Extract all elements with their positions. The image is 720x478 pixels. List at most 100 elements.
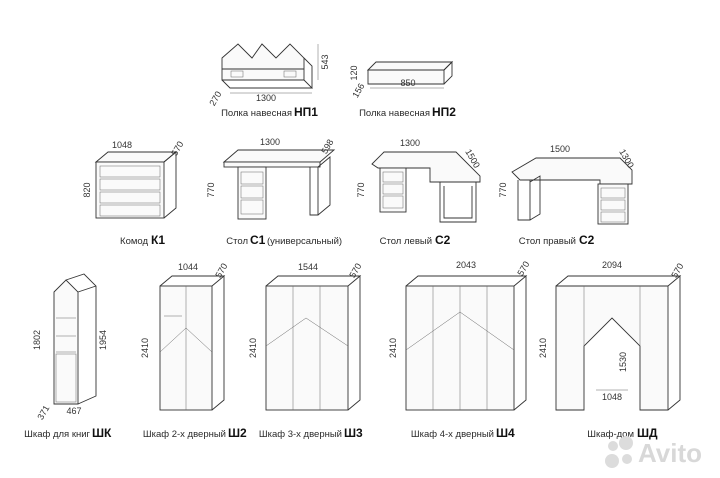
item-c2-left: 1300 770 1500 Стол левый С2 <box>356 138 482 247</box>
sh2-name: Шкаф 2-х дверный <box>143 429 226 440</box>
c2r-code: С2 <box>579 233 595 247</box>
c2r-dim-w: 1500 <box>550 144 570 154</box>
c1-drawer-2 <box>240 185 264 199</box>
sh3-roof-decor <box>265 317 349 347</box>
avito-dots-icon <box>605 436 633 468</box>
c1-drawer-1 <box>240 171 264 185</box>
c1-top <box>222 149 336 163</box>
c2l-frame-leg <box>439 182 477 223</box>
c2l-code: С2 <box>435 233 451 247</box>
c2l-drawer-2 <box>382 183 404 195</box>
sh3-top-side <box>265 275 362 411</box>
sh2-roof-decor <box>159 327 213 353</box>
np1-shelf-depth <box>221 57 314 89</box>
c1-dim-h: 770 <box>206 182 216 197</box>
np2-code: НП2 <box>432 105 456 119</box>
c1-code: С1 <box>250 233 266 247</box>
sh4-name: Шкаф 4-х дверный <box>411 429 494 440</box>
k1-drawer-1 <box>99 165 161 178</box>
sh3-code: Ш3 <box>344 426 363 440</box>
sh2-dim-h: 2410 <box>140 338 150 358</box>
c2r-drawer-1 <box>600 187 626 199</box>
np1-drawer-right <box>283 70 297 78</box>
sh2-dim-d: 570 <box>213 261 229 279</box>
k1-name: Комод <box>120 236 148 247</box>
sh2-dim-w: 1044 <box>178 262 198 272</box>
c2r-top <box>511 157 633 185</box>
item-c2-right: 1500 770 1300 Стол правый С2 <box>498 144 636 247</box>
c1-name: Стол <box>226 236 248 247</box>
shd-top-side <box>555 275 682 411</box>
np2-dim-w: 850 <box>400 78 415 88</box>
sh3-dim-d: 570 <box>347 261 363 279</box>
c2l-name: Стол левый <box>380 236 432 247</box>
k1-dim-d: 570 <box>169 139 185 157</box>
item-shd: 2094 2410 1530 1048 570 Шкаф-дом ШД <box>538 260 685 440</box>
c2l-dim-h: 770 <box>356 182 366 197</box>
shk-dim-d: 371 <box>35 403 51 421</box>
sh3-name: Шкаф 3-х дверный <box>259 429 342 440</box>
np1-shelf-body <box>221 43 305 81</box>
item-sh4: 2043 2410 570 Шкаф 4-х дверный Ш4 <box>388 259 531 440</box>
c1-dim-d: 598 <box>319 137 335 155</box>
c2l-drawer-1 <box>382 171 404 183</box>
c1-pedestal <box>237 166 267 220</box>
k1-drawer-2 <box>99 178 161 191</box>
item-sh3: 1544 2410 570 Шкаф 3-х дверный Ш3 <box>248 261 363 440</box>
item-np1: 1300 543 270 Полка навесная НП1 <box>207 43 330 119</box>
c1-frame-leg <box>309 156 331 216</box>
item-shk: 1802 1954 467 371 Шкаф для книг ШК <box>24 273 112 440</box>
sh4-code: Ш4 <box>496 426 515 440</box>
c2r-frame-leg <box>517 175 541 221</box>
sh2-code: Ш2 <box>228 426 247 440</box>
np2-dim-h: 120 <box>349 65 359 80</box>
item-np2: 850 120 156 Полка навесная НП2 <box>349 60 456 119</box>
np1-dim-d: 270 <box>207 89 223 107</box>
c1-top-edge <box>223 161 321 168</box>
k1-side <box>163 151 177 219</box>
sh2-top-side <box>159 275 226 411</box>
watermark: Avito <box>605 436 702 468</box>
k1-drawer-3 <box>99 191 161 204</box>
c2r-pedestal <box>597 183 629 225</box>
item-k1: 1048 820 570 Комод К1 <box>82 139 185 247</box>
sh4-dim-h: 2410 <box>388 338 398 358</box>
sh4-dim-d: 570 <box>515 259 531 277</box>
shk-front <box>53 279 79 405</box>
sh4-dim-w: 2043 <box>456 260 476 270</box>
item-c1: 1300 770 598 Стол С1 (универсальный) <box>206 137 342 247</box>
c1-dim-w: 1300 <box>260 137 280 147</box>
sh4-top-side <box>405 275 528 411</box>
shd-dim-arch-h: 1530 <box>618 352 628 372</box>
k1-code: К1 <box>151 233 165 247</box>
shk-code: ШК <box>92 426 112 440</box>
c1-drawer-3 <box>240 199 264 215</box>
c2l-pedestal <box>379 167 407 213</box>
c2r-dim-h: 770 <box>498 182 508 197</box>
shk-dim-w: 467 <box>66 406 81 416</box>
shk-door <box>55 353 77 403</box>
shd-dim-d: 570 <box>669 261 685 279</box>
shd-code: ШД <box>637 426 658 440</box>
c2l-dim-w: 1300 <box>400 138 420 148</box>
np1-name: Полка навесная <box>221 108 292 119</box>
c1-suffix: (универсальный) <box>267 236 342 247</box>
sh3-dim-w: 1544 <box>298 262 318 272</box>
watermark-text: Avito <box>638 438 702 468</box>
c2l-drawer-3 <box>382 195 404 209</box>
np1-code: НП1 <box>294 105 318 119</box>
k1-drawer-4 <box>99 204 161 217</box>
sh4-roof-decor <box>405 311 515 351</box>
c2r-name: Стол правый <box>519 236 576 247</box>
shd-dim-w: 2094 <box>602 260 622 270</box>
k1-top <box>94 151 178 163</box>
k1-dim-h: 820 <box>82 182 92 197</box>
shd-dim-h: 2410 <box>538 338 548 358</box>
np1-dim-h: 543 <box>320 54 330 69</box>
np2-side <box>443 60 453 85</box>
shk-dim-h: 1954 <box>98 330 108 350</box>
c2r-drawer-3 <box>600 211 626 223</box>
np2-dim-d: 156 <box>350 81 366 99</box>
shk-name: Шкаф для книг <box>24 429 90 440</box>
